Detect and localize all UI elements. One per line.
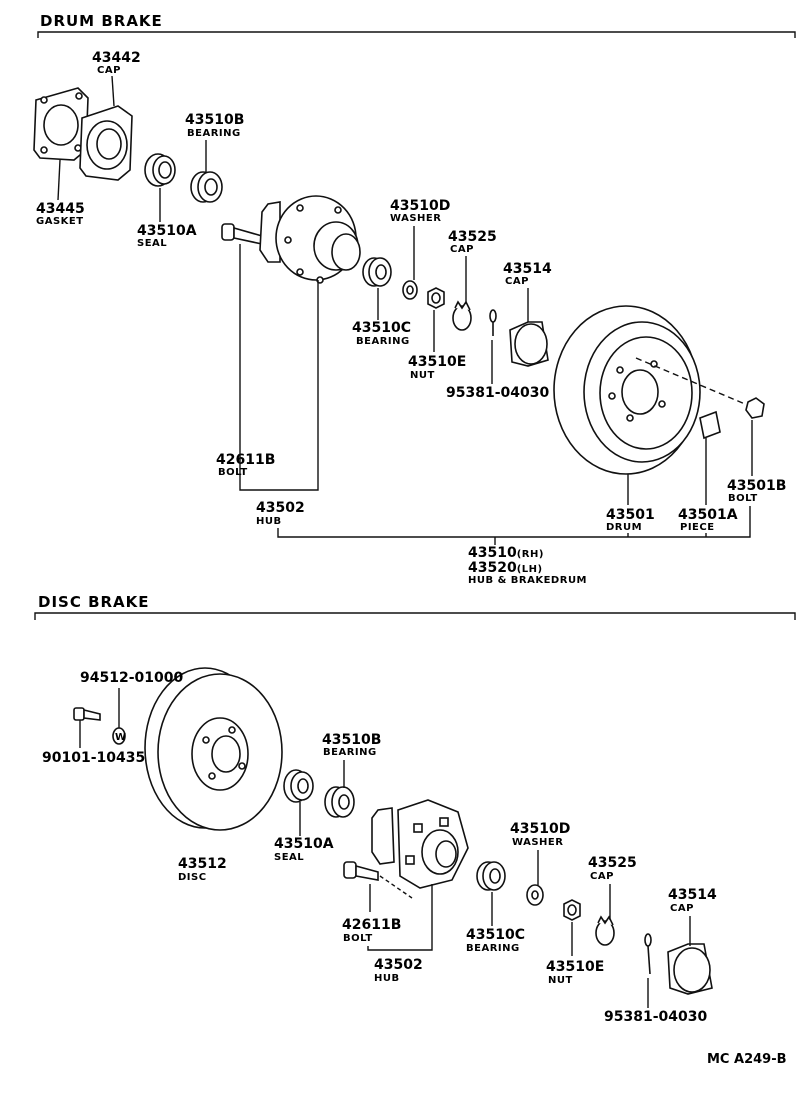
drum-section-frame [37,31,796,38]
seal-43510a-shape [144,153,176,187]
label-43512-name: DISC [178,872,207,883]
label-42611b-number: 42611B [216,452,275,468]
hub-43502-shape [259,195,361,284]
label-43502-number: 43502 [256,500,305,516]
leader-43442 [111,75,115,107]
label-43514-name: CAP [505,276,529,287]
label-disc-43510e-number: 43510E [546,959,604,975]
leader-disc-43502 [367,884,433,951]
label-43445-name: GASKET [36,216,84,227]
label-hub-brakedrum: HUB & BRAKEDRUM [468,575,587,586]
label-43525-number: 43525 [448,229,497,245]
label-43514-number: 43514 [503,261,552,277]
bolt-90101-shape [73,707,101,721]
label-disc-43514-name: CAP [670,903,694,914]
disc-bearing-43510c-shape [476,861,506,891]
label-43445-number: 43445 [36,201,85,217]
label-disc-43514-number: 43514 [668,887,717,903]
cap-43442-shape [79,105,133,181]
label-disc-43510c-name: BEARING [466,943,520,954]
label-43510-rh: 43510(RH) [468,545,544,561]
label-disc-43510a-number: 43510A [274,836,334,852]
label-43510a-name: SEAL [137,238,167,249]
label-disc-43510d-name: WASHER [512,837,563,848]
label-95381-number: 95381-04030 [446,385,549,401]
label-43510d-number: 43510D [390,198,450,214]
disc-seal-43510a-shape [283,769,314,803]
label-43501-number: 43501 [606,507,655,523]
label-disc-43525-name: CAP [590,871,614,882]
pin-95381-shape [489,309,497,336]
label-43442-number: 43442 [92,50,141,66]
label-disc-43502-number: 43502 [374,957,423,973]
disc-cap-43525-shape [595,915,615,946]
bolt-42611b-shape [221,223,263,245]
label-43502-name: HUB [256,516,282,527]
label-disc-43510a-name: SEAL [274,852,304,863]
label-disc-43502-name: HUB [374,973,400,984]
leader-43445 [57,159,61,201]
label-94512-number: 94512-01000 [80,670,183,686]
disc-bearing-43510b-shape [324,786,355,818]
label-90101-number: 90101-10435 [42,750,145,766]
reference-code: MC A249-B [707,1052,787,1067]
label-43501b-name: BOLT [728,493,758,504]
bearing-43510b-shape [190,171,223,203]
label-disc-42611b-number: 42611B [342,917,401,933]
label-disc-43525-number: 43525 [588,855,637,871]
bolt-43501b-shape [745,397,765,419]
disc-cap-43514-shape [667,943,713,995]
disc-nut-43510e-shape [563,899,581,921]
label-disc-43510c-number: 43510C [466,927,525,943]
label-disc-43510e-name: NUT [548,975,573,986]
label-43510a-number: 43510A [137,223,197,239]
drum-43501-shape [553,305,701,475]
label-43442-name: CAP [97,65,121,76]
label-disc-43510b-name: BEARING [323,747,377,758]
disc-hub-43502-shape [371,799,469,889]
label-43510e-number: 43510E [408,354,466,370]
disc-43512-shape [144,667,283,831]
label-43510d-name: WASHER [390,213,441,224]
disc-washer-43510d-shape [526,884,544,906]
label-43501a-number: 43501A [678,507,738,523]
cap-43525-shape [452,300,472,331]
label-43520-lh: 43520(LH) [468,560,543,576]
label-43512-number: 43512 [178,856,227,872]
bearing-43510c-shape [362,257,392,287]
label-disc-43510b-number: 43510B [322,732,381,748]
label-43501b-number: 43501B [727,478,786,494]
label-disc-42611b-name: BOLT [343,933,373,944]
drum-brake-title: DRUM BRAKE [40,12,163,30]
disc-pin-95381-shape [644,933,652,975]
label-43510b-name: BEARING [187,128,241,139]
piece-43501a-shape [699,410,721,440]
gasket-43445-shape [33,87,89,161]
label-43501-name: DRUM [606,522,642,533]
label-42611b-name: BOLT [218,467,248,478]
leader-42611b-43502 [239,244,319,491]
label-43510b-number: 43510B [185,112,244,128]
disc-section-frame [34,612,796,620]
label-disc-43510d-number: 43510D [510,821,570,837]
disc-bolt-42611b-shape [343,861,379,881]
label-43510e-name: NUT [410,370,435,381]
label-43510c-name: BEARING [356,336,410,347]
washer-43510d-shape [402,280,418,300]
label-43525-name: CAP [450,244,474,255]
label-43510c-number: 43510C [352,320,411,336]
label-43501a-name: PIECE [680,522,715,533]
label-disc-95381-number: 95381-04030 [604,1009,707,1025]
nut-43510e-shape [427,287,445,309]
cap-43514-shape [509,321,549,367]
disc-brake-title: DISC BRAKE [38,593,150,611]
washer-w-mark: W [115,732,127,743]
assembly-bracket [277,506,751,545]
